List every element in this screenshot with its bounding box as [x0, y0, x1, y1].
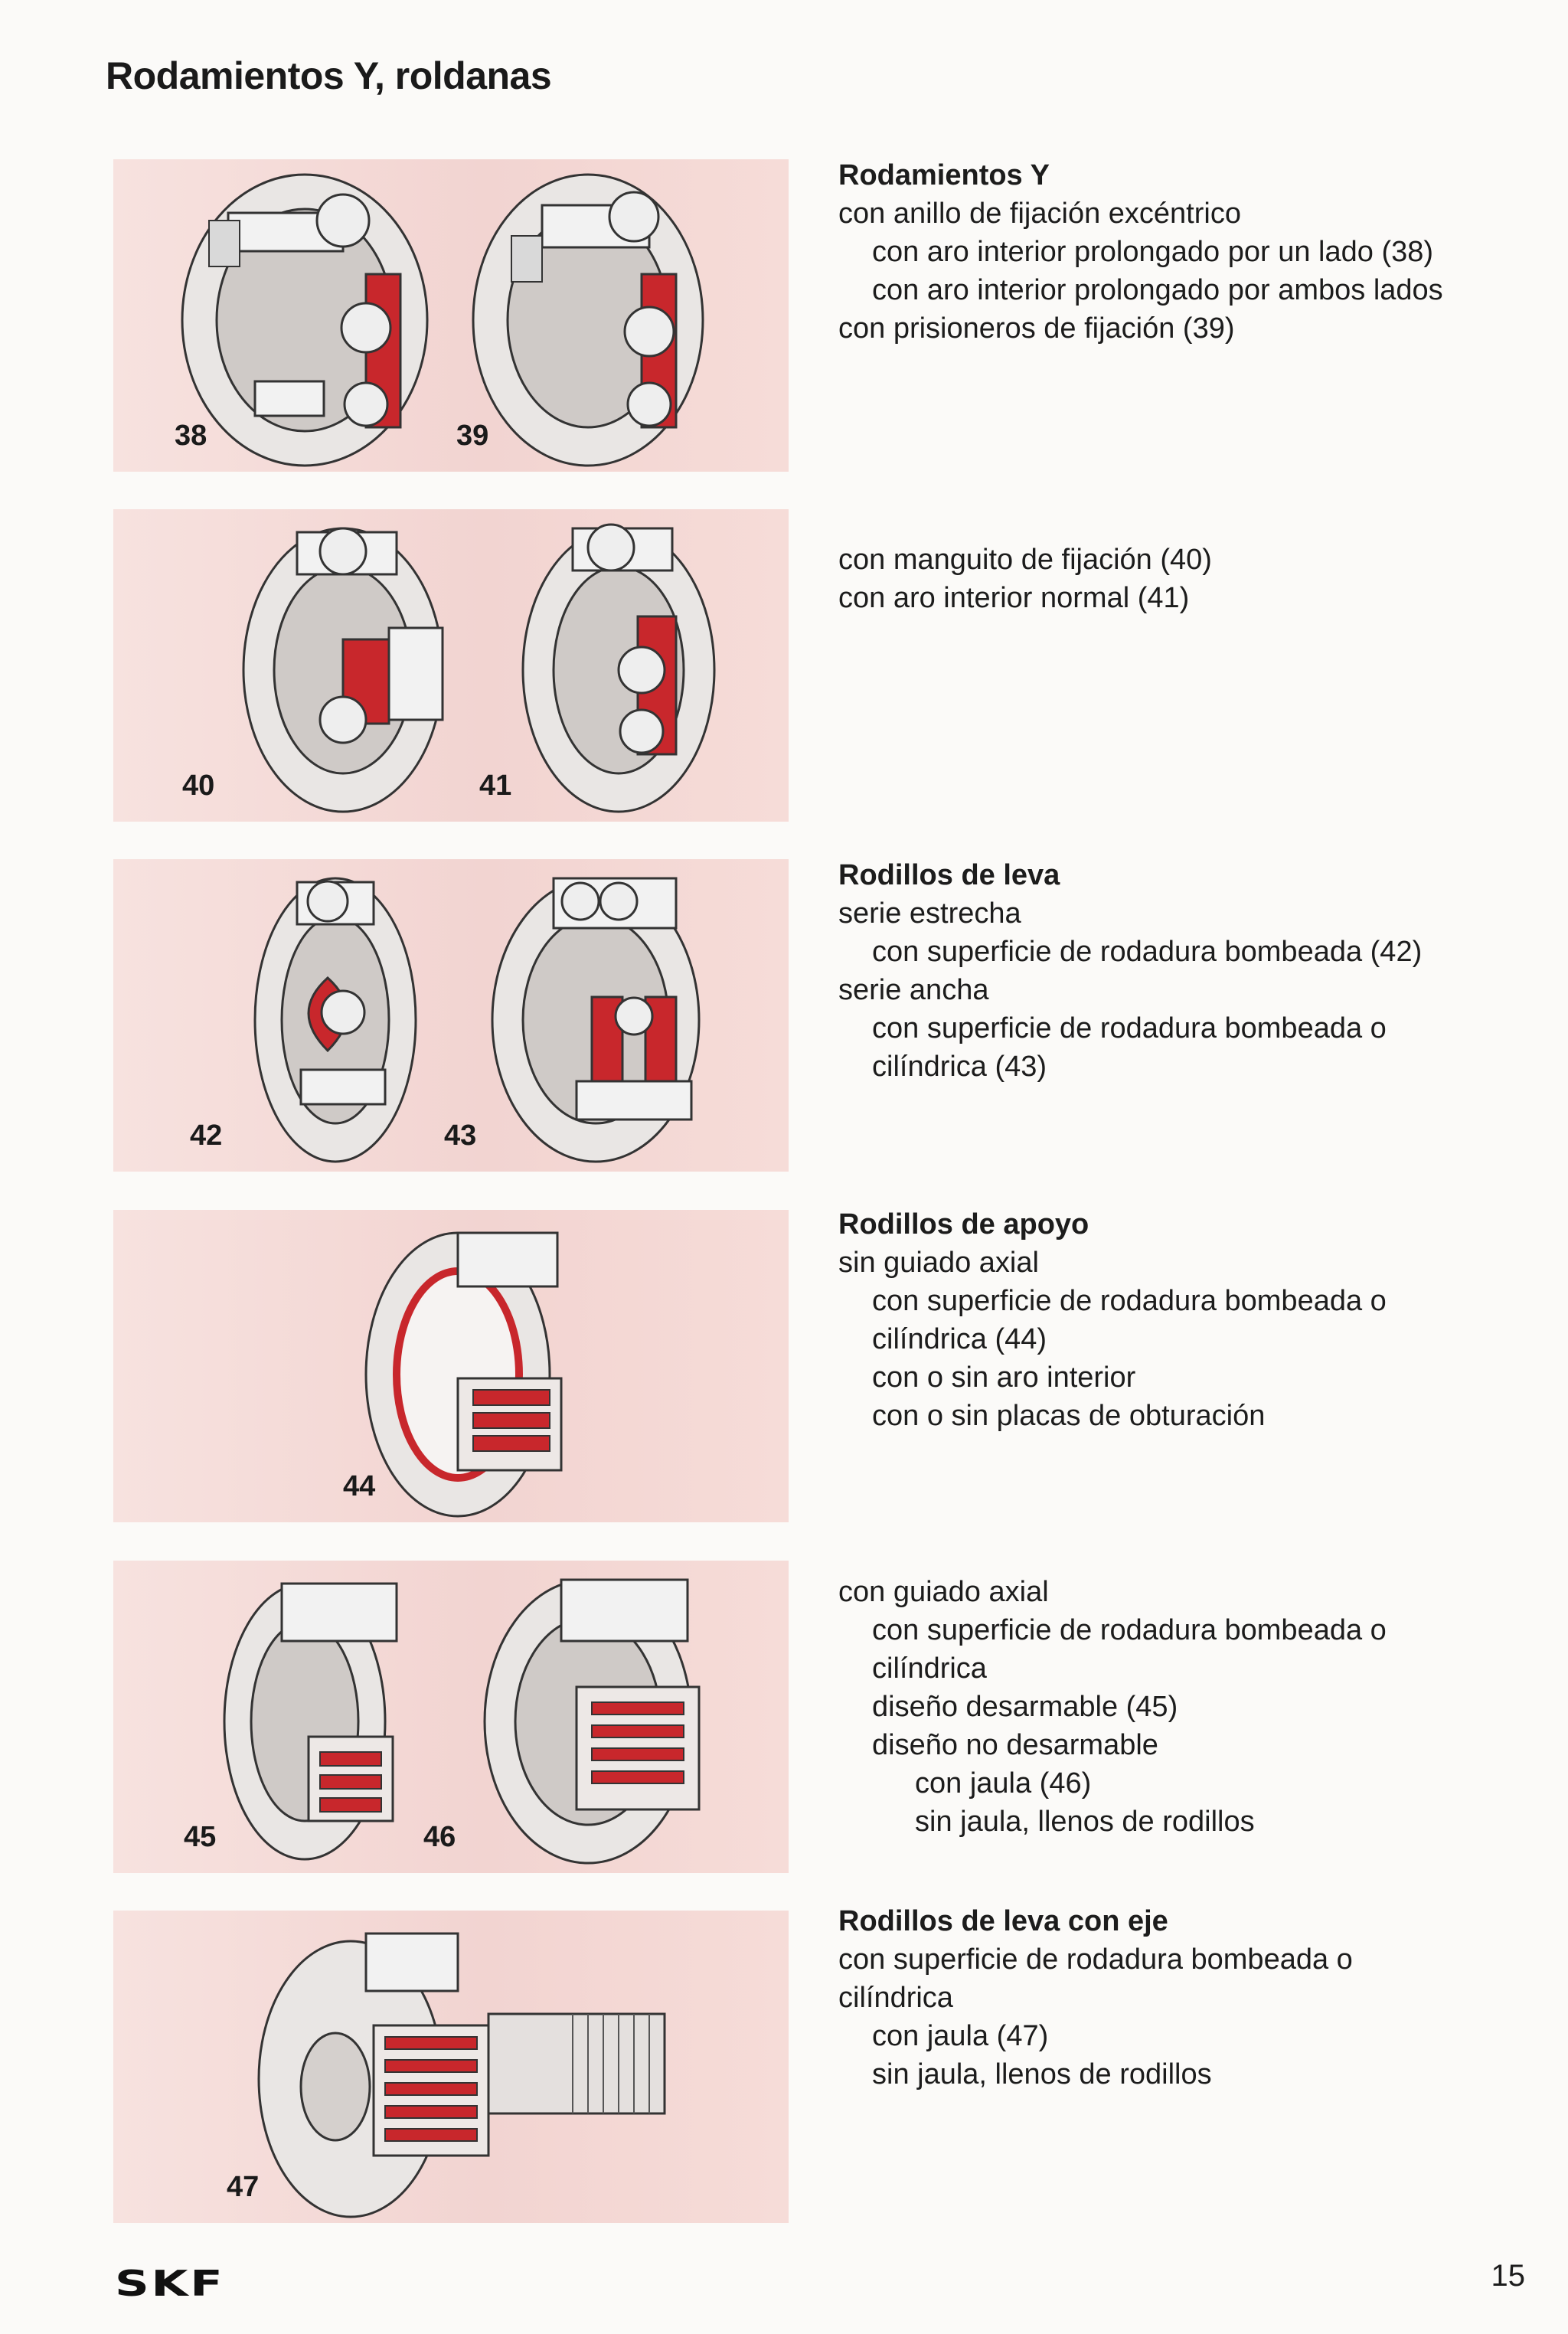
bearing-41-drawing — [521, 523, 716, 813]
section-line: cilíndrica — [872, 1652, 987, 1685]
figure-label: 39 — [456, 420, 489, 452]
section-line: con o sin aro interior — [872, 1362, 1136, 1394]
section-line: con superficie de rodadura bombeada o — [872, 1285, 1387, 1317]
section-line: cilíndrica (44) — [872, 1323, 1047, 1355]
figure-panel-42-43: 42 43 — [113, 859, 789, 1172]
figure-panel-47: 47 — [113, 1911, 789, 2223]
section-heading: Rodillos de leva con eje — [838, 1905, 1168, 1937]
section-line: diseño no desarmable — [872, 1729, 1158, 1761]
section-line: con aro interior prolongado por un lado … — [872, 236, 1434, 268]
stud-cam-follower-47-drawing — [257, 1932, 666, 2218]
section-line: cilíndrica (43) — [872, 1051, 1047, 1083]
page-title: Rodamientos Y, roldanas — [106, 54, 552, 97]
bearing-illustration-47 — [257, 1932, 666, 2218]
figure-label: 43 — [444, 1120, 477, 1152]
section-line: con anillo de fijación excéntrico — [838, 198, 1241, 230]
support-roller-45-drawing — [223, 1582, 398, 1861]
section-line: diseño desarmable (45) — [872, 1691, 1178, 1723]
section-line: con aro interior normal (41) — [838, 582, 1190, 614]
support-roller-46-drawing — [483, 1578, 701, 1865]
section-heading: Rodamientos Y — [838, 159, 1050, 191]
section-line: cilíndrica — [838, 1982, 953, 2014]
section-line: con jaula (46) — [915, 1767, 1092, 1800]
bearing-illustration-40-41 — [242, 523, 716, 813]
bearing-illustration-42-43 — [253, 877, 701, 1163]
section-guiado-axial: con guiado axial con superficie de rodad… — [838, 1573, 1527, 1841]
bearing-42-drawing — [253, 877, 417, 1163]
bearing-illustration-44 — [364, 1231, 563, 1518]
section-heading: Rodillos de leva — [838, 859, 1060, 891]
support-roller-44-drawing — [364, 1231, 563, 1518]
section-line: serie estrecha — [838, 897, 1021, 930]
bearing-illustration-45-46 — [223, 1578, 701, 1865]
section-line: con superficie de rodadura bombeada o — [872, 1614, 1387, 1646]
section-line: con superficie de rodadura bombeada o — [838, 1943, 1353, 1976]
figure-panel-40-41: 40 41 — [113, 509, 789, 822]
section-rodillos-de-apoyo: Rodillos de apoyo sin guiado axial con s… — [838, 1205, 1527, 1435]
section-line: con aro interior prolongado por ambos la… — [872, 274, 1443, 306]
section-line: con o sin placas de obturación — [872, 1400, 1266, 1432]
figure-panel-44: 44 — [113, 1210, 789, 1522]
figure-label: 46 — [423, 1821, 456, 1853]
section-manguito: con manguito de fijación (40) con aro in… — [838, 541, 1527, 617]
section-line: con jaula (47) — [872, 2020, 1049, 2052]
bearing-40-drawing — [242, 527, 444, 813]
section-line: sin jaula, llenos de rodillos — [915, 1806, 1255, 1838]
figure-label: 47 — [227, 2171, 260, 2203]
bearing-39-drawing — [472, 173, 704, 467]
section-heading: Rodillos de apoyo — [838, 1208, 1089, 1241]
figure-panel-38-39: 38 39 — [113, 159, 789, 472]
figure-label: 45 — [184, 1821, 217, 1853]
bearing-43-drawing — [491, 877, 701, 1163]
figure-label: 44 — [343, 1470, 376, 1502]
skf-logo: SKF — [115, 2263, 225, 2304]
figure-label: 41 — [479, 770, 512, 802]
section-line: serie ancha — [838, 974, 989, 1006]
section-line: con superficie de rodadura bombeada (42) — [872, 936, 1423, 968]
figure-label: 38 — [175, 420, 207, 452]
section-rodamientos-y: Rodamientos Y con anillo de fijación exc… — [838, 156, 1527, 348]
bearing-illustration-38-39 — [181, 173, 704, 467]
section-line: sin jaula, llenos de rodillos — [872, 2058, 1212, 2090]
figure-label: 42 — [190, 1120, 223, 1152]
page-number: 15 — [1491, 2259, 1526, 2293]
section-rodillos-de-leva-con-eje: Rodillos de leva con eje con superficie … — [838, 1902, 1527, 2094]
figure-panel-45-46: 45 46 — [113, 1561, 789, 1873]
figure-label: 40 — [182, 770, 215, 802]
bearing-38-drawing — [181, 173, 429, 467]
section-line: con manguito de fijación (40) — [838, 544, 1212, 576]
section-line: con superficie de rodadura bombeada o — [872, 1012, 1387, 1044]
section-rodillos-de-leva: Rodillos de leva serie estrecha con supe… — [838, 856, 1527, 1086]
section-line: con prisioneros de fijación (39) — [838, 312, 1235, 345]
section-line: con guiado axial — [838, 1576, 1049, 1608]
section-line: sin guiado axial — [838, 1247, 1039, 1279]
